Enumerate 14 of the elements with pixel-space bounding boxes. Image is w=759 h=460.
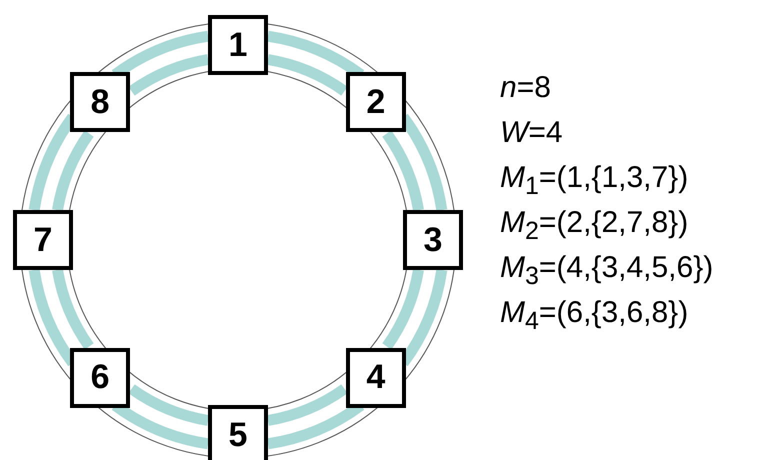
formula-text: M$_{3}$=(4,{3,4,5,6}) bbox=[500, 250, 714, 292]
station-box: 2 bbox=[346, 72, 406, 132]
station-box: 8 bbox=[70, 72, 130, 132]
formula-text: M$_{1}$=(1,{1,3,7}) bbox=[500, 160, 688, 202]
formula-text: M$_{2}$=(2,{2,7,8}) bbox=[500, 205, 688, 247]
station-box: 5 bbox=[208, 405, 268, 460]
formula-text: n=8 bbox=[500, 70, 551, 106]
station-box: 1 bbox=[208, 15, 268, 75]
station-box: 6 bbox=[70, 348, 130, 408]
station-box: 4 bbox=[346, 348, 406, 408]
formula-text: W=4 bbox=[500, 115, 563, 151]
formula-text: M$_{4}$=(6,{3,6,8}) bbox=[500, 295, 688, 337]
station-box: 7 bbox=[13, 210, 73, 270]
station-box: 3 bbox=[403, 210, 463, 270]
